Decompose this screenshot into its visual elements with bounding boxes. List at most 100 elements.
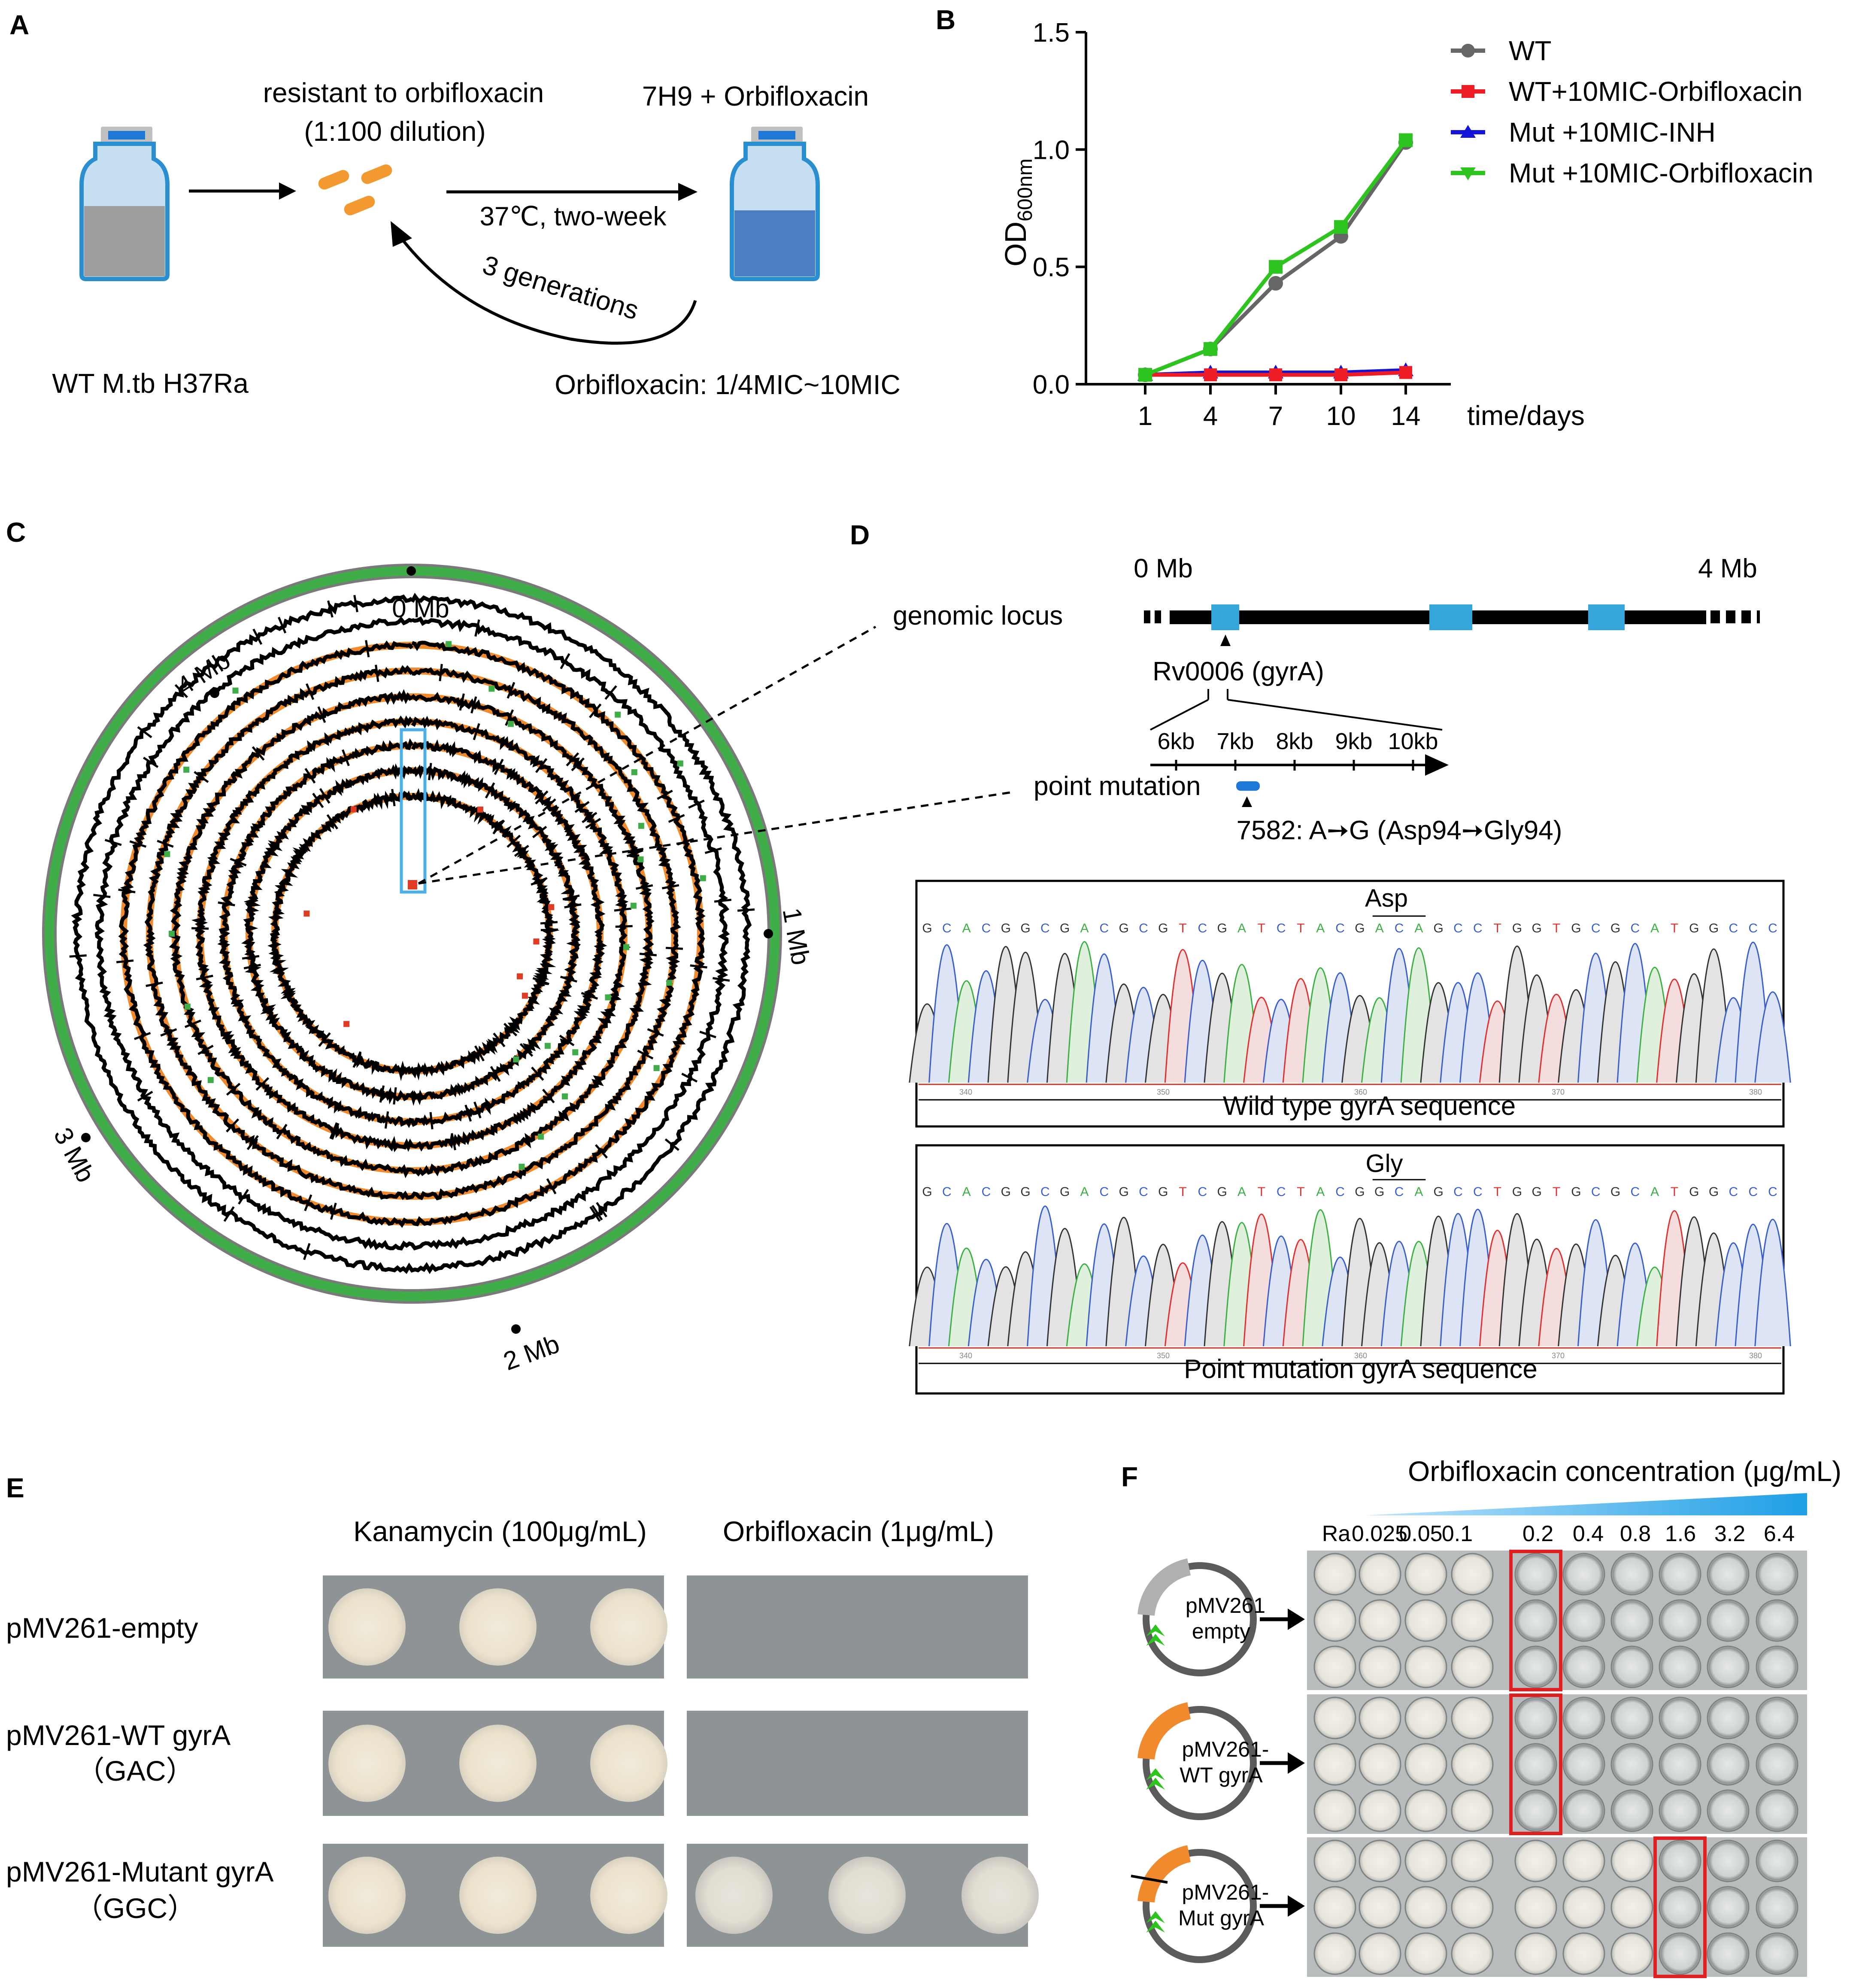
position-label: 370	[1552, 1088, 1565, 1096]
base-call: C	[1453, 1185, 1463, 1199]
plate-orbifloxacin	[687, 1711, 1028, 1816]
well	[1707, 1599, 1750, 1642]
plate-orbifloxacin	[687, 1575, 1028, 1678]
coverage-track	[169, 689, 657, 1178]
base-call: C	[982, 1185, 991, 1199]
panel-label-f: F	[1121, 1461, 1138, 1492]
base-call: A	[962, 1185, 971, 1199]
well	[1359, 1932, 1401, 1975]
well	[1707, 1743, 1750, 1786]
well	[1514, 1553, 1557, 1596]
variant-snp	[677, 760, 683, 767]
well	[1659, 1697, 1701, 1739]
well	[1313, 1932, 1356, 1975]
series-line	[1144, 139, 1407, 377]
variant-snp	[561, 1093, 568, 1100]
variant-snp	[164, 851, 170, 857]
x-tick-label: 10	[1326, 401, 1356, 431]
well	[1451, 1553, 1494, 1596]
well-plate	[1307, 1550, 1807, 1691]
base-call: G	[1217, 921, 1227, 935]
base-call: T	[1493, 921, 1501, 935]
y-tick-label: 0.0	[1033, 370, 1070, 400]
well	[1451, 1645, 1494, 1688]
variant-snp	[666, 980, 673, 986]
variant-snp	[169, 931, 175, 937]
base-call: C	[1198, 921, 1207, 935]
panel-label-a: A	[9, 9, 29, 40]
panel-label-d: D	[850, 519, 870, 550]
y-tick-label: 0.5	[1033, 253, 1070, 282]
x-tick-label: 7	[1268, 401, 1283, 431]
data-point	[1204, 368, 1217, 382]
well	[1659, 1839, 1701, 1882]
data-point	[1138, 368, 1152, 382]
well	[1610, 1789, 1653, 1832]
base-call: G	[1020, 1185, 1030, 1199]
well	[1707, 1932, 1750, 1975]
well	[1313, 1553, 1356, 1596]
base-call: C	[1630, 1185, 1640, 1199]
variant-snp	[653, 1065, 660, 1071]
base-call: T	[1493, 1185, 1501, 1199]
base-call: G	[1119, 1185, 1128, 1199]
base-call: G	[1217, 1185, 1227, 1199]
well	[1659, 1886, 1701, 1929]
variant-snp	[488, 686, 495, 692]
position-label: 380	[1749, 1088, 1762, 1096]
data-point	[1334, 368, 1347, 382]
well	[1659, 1645, 1701, 1688]
base-call: G	[1689, 1185, 1699, 1199]
locus-start-label: 0 Mb	[1134, 554, 1193, 583]
colony	[459, 1588, 537, 1666]
plasmid-label-2: empty	[1192, 1619, 1250, 1643]
mutation-marker	[1236, 781, 1260, 791]
base-call: G	[1610, 921, 1620, 935]
well	[1610, 1697, 1653, 1739]
wt-codon-name: Asp	[1365, 884, 1408, 912]
base-call: A	[1414, 1185, 1423, 1199]
bacteria-icon	[318, 164, 392, 215]
coverage-track	[267, 788, 560, 1081]
ring-label-2mb: 2 Mb	[500, 1329, 563, 1376]
colony	[590, 1588, 667, 1666]
orbifloxacin-range: Orbifloxacin: 1/4MIC~10MIC	[555, 369, 901, 400]
variant-snp	[638, 823, 644, 829]
well	[1610, 1743, 1653, 1786]
concentration-label: 0.8	[1620, 1521, 1651, 1546]
base-call: G	[1689, 921, 1699, 935]
locus-end-label: 4 Mb	[1698, 554, 1757, 583]
legend-label: WT	[1509, 35, 1552, 66]
variant-snp	[544, 1043, 551, 1049]
base-call: C	[1335, 1185, 1345, 1199]
well	[1451, 1697, 1494, 1739]
panel-e: Kanamycin (100μg/mL) Orbifloxacin (1μg/m…	[6, 1515, 1039, 1947]
data-point	[1269, 260, 1283, 274]
base-call: G	[1355, 1185, 1365, 1199]
colony	[590, 1857, 667, 1934]
base-call: G	[1001, 1185, 1011, 1199]
well	[1313, 1886, 1356, 1929]
colony	[961, 1857, 1039, 1934]
variant-snp	[184, 1003, 191, 1010]
row-label-wt-codon: （GAC）	[76, 1755, 194, 1787]
well	[1659, 1599, 1701, 1642]
base-call: G	[922, 1185, 932, 1199]
well	[1562, 1839, 1605, 1882]
base-call: A	[1316, 921, 1325, 935]
well	[1451, 1932, 1494, 1975]
well	[1707, 1645, 1750, 1688]
base-call: A	[1080, 921, 1089, 935]
well	[1562, 1789, 1605, 1832]
panel-c-circos: 0 Mb 1 Mb 2 Mb 3 Mb 4 Mb	[42, 564, 1013, 1376]
y-tick-label: 1.0	[1033, 135, 1070, 165]
well	[1313, 1743, 1356, 1786]
base-call: C	[1729, 1185, 1738, 1199]
well	[1359, 1599, 1401, 1642]
variant-snp	[232, 687, 239, 694]
variant-indel	[522, 992, 528, 999]
coverage-track	[93, 616, 732, 1251]
position-label: 340	[959, 1088, 972, 1096]
variant-indel	[343, 1021, 350, 1027]
